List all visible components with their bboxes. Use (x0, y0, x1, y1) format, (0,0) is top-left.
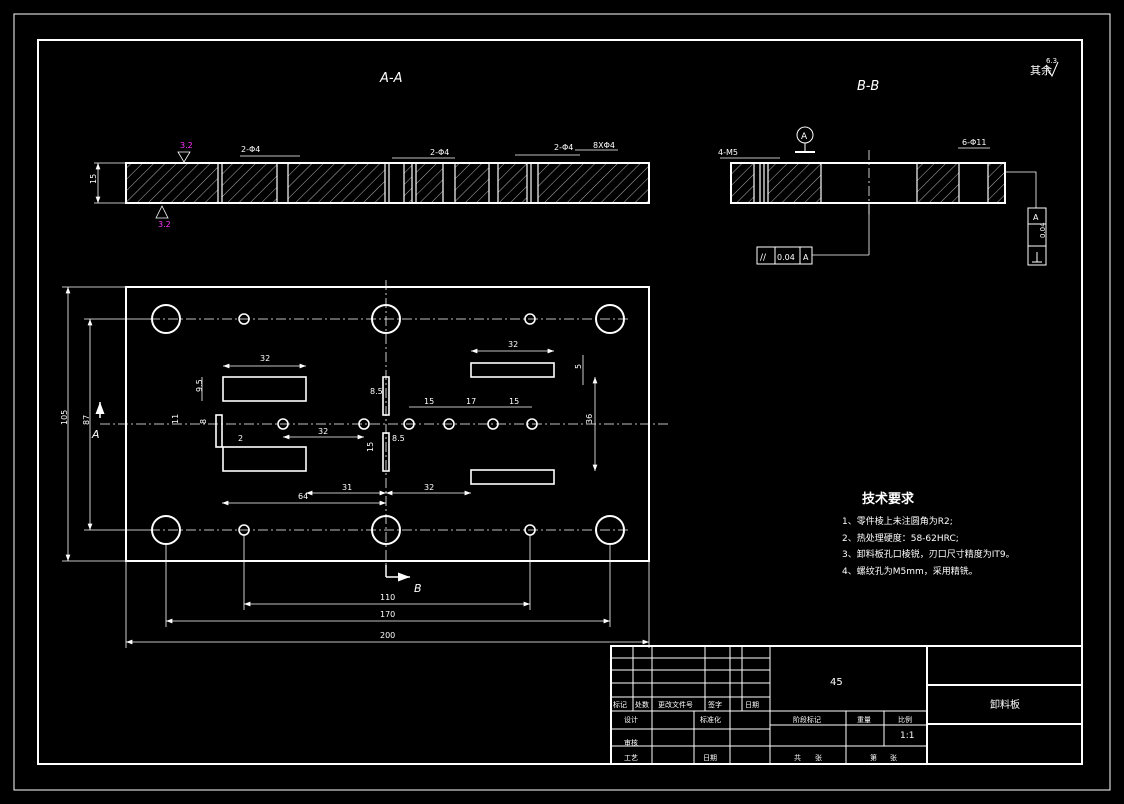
part-name: 卸料板 (990, 698, 1020, 711)
tb-date: 日期 (745, 701, 759, 709)
tech-item-2: 2、热处理硬度：58-62HRC; (842, 532, 959, 544)
dim-32-left: 32 (260, 354, 270, 363)
tech-item-1: 1、零件棱上未注圆角为R2; (842, 515, 953, 527)
tb-review: 审核 (624, 738, 638, 747)
dim-105: 105 (60, 410, 69, 425)
tb-process: 工艺 (624, 754, 638, 762)
tb-weight: 重量 (857, 716, 871, 724)
dim-15-v: 15 (366, 442, 375, 452)
dim-8-5-bottom: 8.5 (392, 434, 405, 443)
section-aa-view: 15 2-Φ4 2-Φ4 2-Φ4 8XΦ4 3.2 3.2 (89, 141, 650, 229)
dim-5: 5 (574, 364, 583, 369)
gdt-perp-datum: A (1033, 213, 1039, 222)
gdt-parallel-tol: 0.04 (777, 253, 795, 262)
tech-item-3: 3、卸料板孔口棱锐，刃口尺寸精度为IT9。 (842, 548, 1015, 560)
tech-item-4: 4、螺纹孔为M5mm，采用精铣。 (842, 565, 978, 577)
tb-signature: 签字 (708, 700, 722, 709)
dim-200: 200 (380, 631, 395, 640)
section-aa-title: A-A (379, 71, 402, 86)
view-b-marker: B (414, 582, 422, 595)
roughness-top: 3.2 (180, 141, 193, 150)
section-bb-view: 4-M5 6-Φ11 A // 0.04 A A 0.04 (718, 126, 1047, 266)
tb-sheet-unit: 张 (890, 753, 897, 762)
roughness-corner: 其余 6.3 (1030, 57, 1059, 78)
roughness-bottom: 3.2 (158, 220, 171, 229)
tb-total: 共 (794, 753, 801, 762)
dim-32-right: 32 (508, 340, 518, 349)
dim-64: 64 (298, 492, 308, 501)
dim-31: 31 (342, 483, 352, 492)
tb-sheets: 张 (815, 753, 822, 762)
dim-87: 87 (82, 415, 91, 425)
roughness-corner-value: 6.3 (1046, 57, 1057, 65)
label-8-phi4: 8XΦ4 (593, 141, 615, 150)
outer-border (13, 13, 1111, 791)
title-block (610, 645, 1083, 765)
datum-a-label: A (801, 132, 808, 142)
tech-requirements: 技术要求 1、零件棱上未注圆角为R2; 2、热处理硬度：58-62HRC; 3、… (842, 491, 1015, 577)
gdt-parallel-datum: A (803, 253, 809, 262)
label-2-phi4-c: 2-Φ4 (554, 143, 573, 152)
gdt-parallel-symbol: // (760, 253, 767, 263)
dim-110: 110 (380, 593, 395, 602)
dim-8-5-top: 8.5 (370, 387, 383, 396)
dim-thickness: 15 (89, 174, 98, 184)
dim-8: 8 (199, 419, 208, 424)
material: 45 (830, 677, 843, 688)
tb-stage-mark: 阶段标记 (793, 715, 821, 724)
tb-design: 设计 (624, 715, 638, 724)
scale: 1:1 (900, 731, 914, 741)
dim-9-5: 9.5 (195, 379, 204, 392)
label-4-m5: 4-M5 (718, 148, 738, 157)
section-bb-title: B-B (857, 79, 879, 94)
dim-32-low: 32 (424, 483, 434, 492)
tb-change-doc: 更改文件号 (658, 700, 693, 709)
label-6-phi11: 6-Φ11 (962, 138, 986, 147)
dim-2: 2 (238, 434, 243, 443)
dim-170: 170 (380, 610, 395, 619)
tech-title: 技术要求 (862, 491, 915, 507)
dim-11: 11 (171, 414, 180, 424)
gdt-perp-tol: 0.04 (1039, 222, 1047, 238)
tb-sheet-no: 第 (870, 753, 877, 762)
tb-ratio: 比例 (898, 715, 912, 724)
view-a-marker: A (91, 428, 100, 441)
tb-date2: 日期 (703, 754, 717, 762)
tb-count: 处数 (635, 700, 649, 709)
dim-36: 36 (585, 414, 594, 424)
dim-32-mid: 32 (318, 427, 328, 436)
plan-view: 32 32 9.5 8.5 8.5 15 17 15 5 2 32 11 8 1… (60, 280, 670, 648)
dim-17: 17 (466, 397, 476, 406)
dim-15-a: 15 (424, 397, 434, 406)
label-2-phi4-b: 2-Φ4 (430, 148, 449, 157)
tb-mark: 标记 (613, 700, 627, 709)
title-block-text: 45 卸料板 1:1 标记 处数 更改文件号 签字 日期 设计 标准化 审核 工… (613, 677, 1020, 762)
tb-standardize: 标准化 (700, 715, 721, 724)
label-2-phi4-a: 2-Φ4 (241, 145, 260, 154)
inner-border (37, 39, 1083, 765)
dim-15-b: 15 (509, 397, 519, 406)
